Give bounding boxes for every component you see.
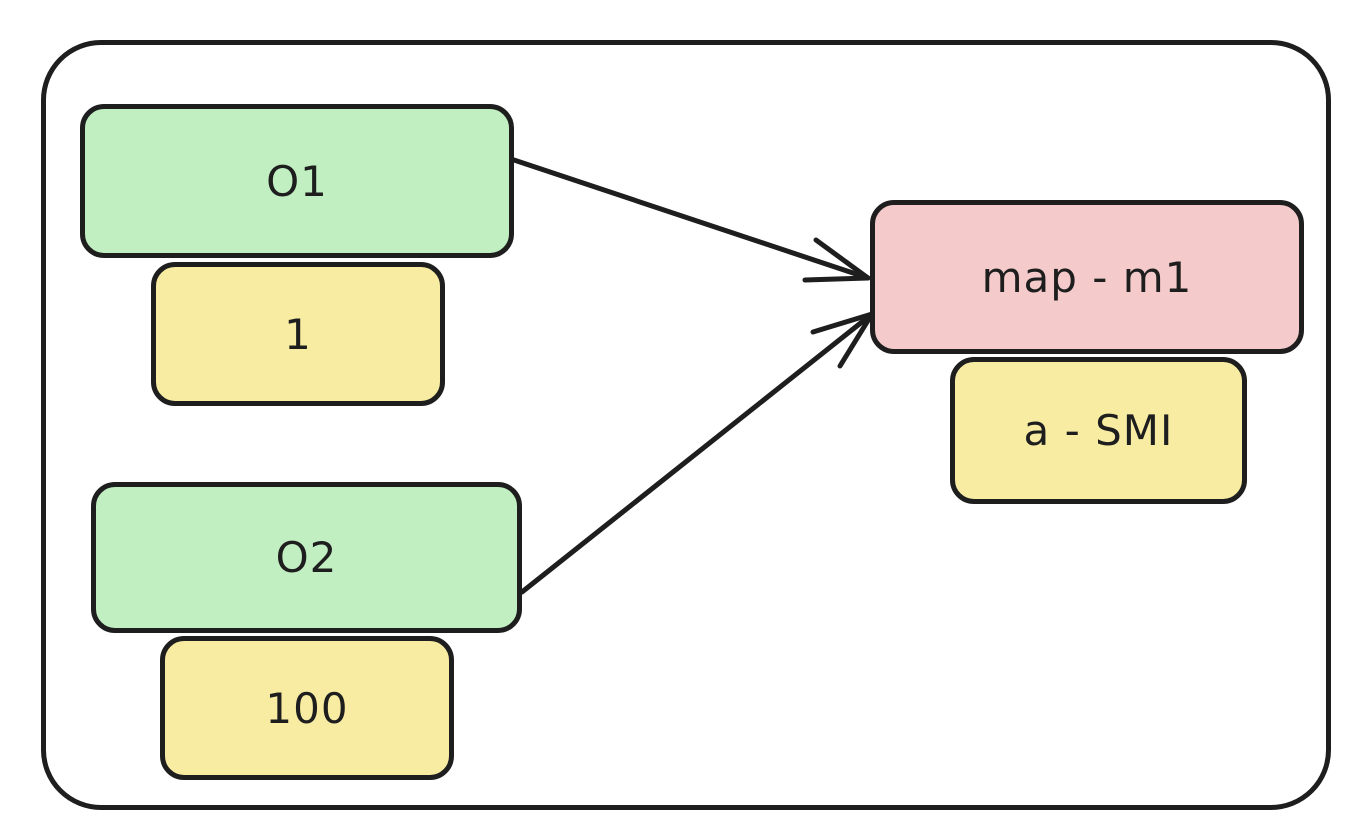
node-map: map - m1: [870, 200, 1304, 354]
node-o1-value-label: 1: [284, 309, 312, 359]
node-map-label: map - m1: [981, 252, 1193, 302]
node-o2-label: O2: [275, 533, 338, 582]
node-map-value: a - SMI: [950, 357, 1247, 504]
node-o2: O2: [91, 482, 522, 633]
node-o1-label: O1: [266, 156, 328, 206]
node-o2-value-label: 100: [265, 683, 349, 733]
node-o1: O1: [80, 104, 514, 258]
node-o1-value: 1: [151, 262, 445, 406]
node-o2-value: 100: [160, 636, 454, 780]
node-map-value-label: a - SMI: [1023, 406, 1174, 455]
diagram-frame: [41, 40, 1331, 810]
